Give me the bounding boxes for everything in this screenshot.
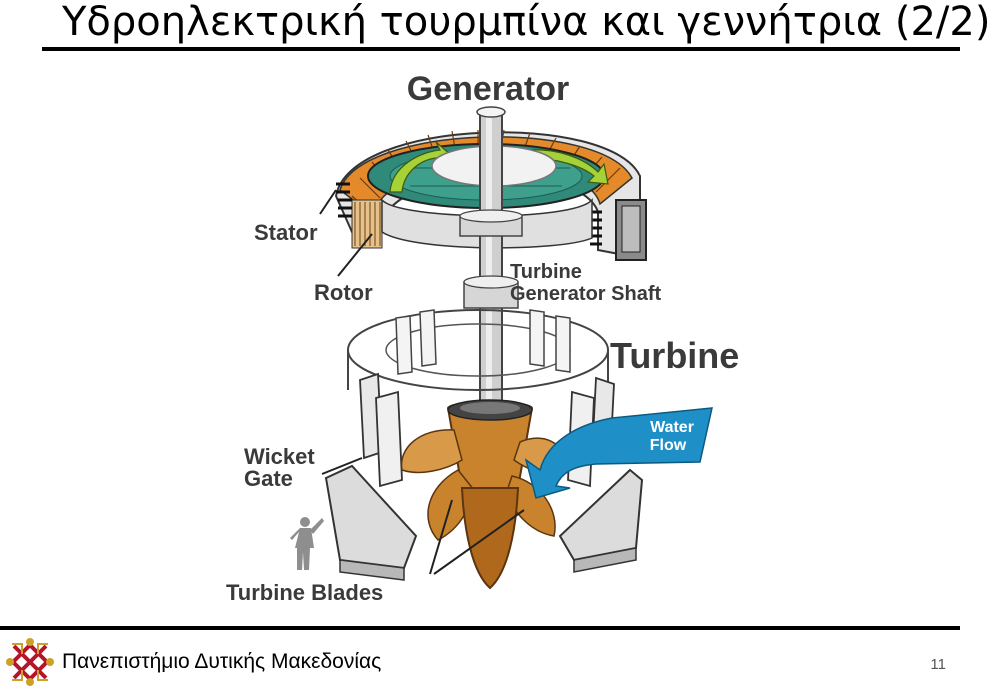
water-label-line2: Flow xyxy=(650,437,687,454)
slide-title: Υδροηλεκτρική τουρμπίνα και γεννήτρια (2… xyxy=(62,0,990,45)
water-flow-arrow: Water Flow xyxy=(524,407,713,499)
university-logo-icon xyxy=(6,638,54,686)
turbine-blades-label: Turbine Blades xyxy=(226,580,383,605)
page-number: 11 xyxy=(930,656,946,673)
water-label-line1: Water xyxy=(650,419,694,436)
shaft-label-line1: Turbine xyxy=(510,261,582,283)
hydro-turbine-diagram: Water Flow Generator Stator Rotor Turbin… xyxy=(226,70,739,605)
footer-divider xyxy=(0,626,960,630)
title-divider xyxy=(42,47,960,51)
wicket-gate-label-line2: Gate xyxy=(244,466,293,491)
turbine-label: Turbine xyxy=(610,335,739,376)
human-scale-figure xyxy=(290,517,324,570)
turbine-generator-shaft xyxy=(459,106,523,443)
label-pointers xyxy=(319,189,525,575)
rotor-label: Rotor xyxy=(314,280,373,305)
wicket-gate-label-line1: Wicket xyxy=(244,444,315,469)
stator-label: Stator xyxy=(254,220,318,245)
generator-label: Generator xyxy=(407,70,570,108)
shaft-label-line2: Generator Shaft xyxy=(510,283,661,305)
footer-university-name: Πανεπιστήμιο Δυτικής Μακεδονίας xyxy=(62,650,382,673)
